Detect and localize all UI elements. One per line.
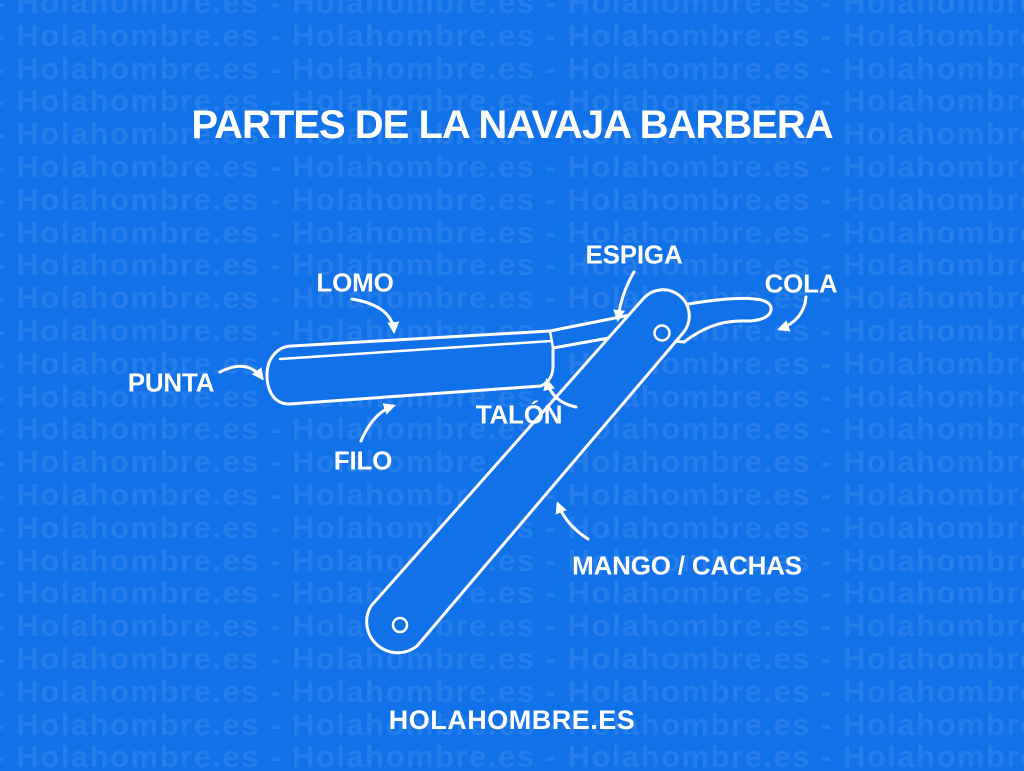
pivot-pin-top	[653, 324, 671, 342]
label-espiga: ESPIGA	[585, 239, 683, 270]
page-title: PARTES DE LA NAVAJA BARBERA	[191, 103, 833, 147]
arrow-mango	[555, 501, 590, 541]
arrow-filo	[359, 403, 396, 443]
spine-line	[278, 339, 553, 361]
arrow-talon	[543, 378, 578, 409]
label-filo: FILO	[333, 445, 393, 476]
arrow-lomo	[350, 297, 400, 334]
pivot-pin-bottom	[391, 616, 409, 634]
label-talon: TALÓN	[475, 399, 563, 430]
blade-tang-divider	[548, 329, 555, 350]
arrow-punta	[218, 364, 264, 381]
label-mango: MANGO / CACHAS	[572, 550, 802, 581]
label-lomo: LOMO	[316, 267, 394, 298]
site-footer-brand: HOLAHOMBRE.ES	[388, 705, 636, 735]
label-punta: PUNTA	[127, 367, 215, 398]
arrow-cola	[777, 295, 808, 332]
handle-outline	[365, 288, 691, 655]
label-cola: COLA	[764, 268, 838, 299]
arrow-espiga	[613, 270, 636, 322]
